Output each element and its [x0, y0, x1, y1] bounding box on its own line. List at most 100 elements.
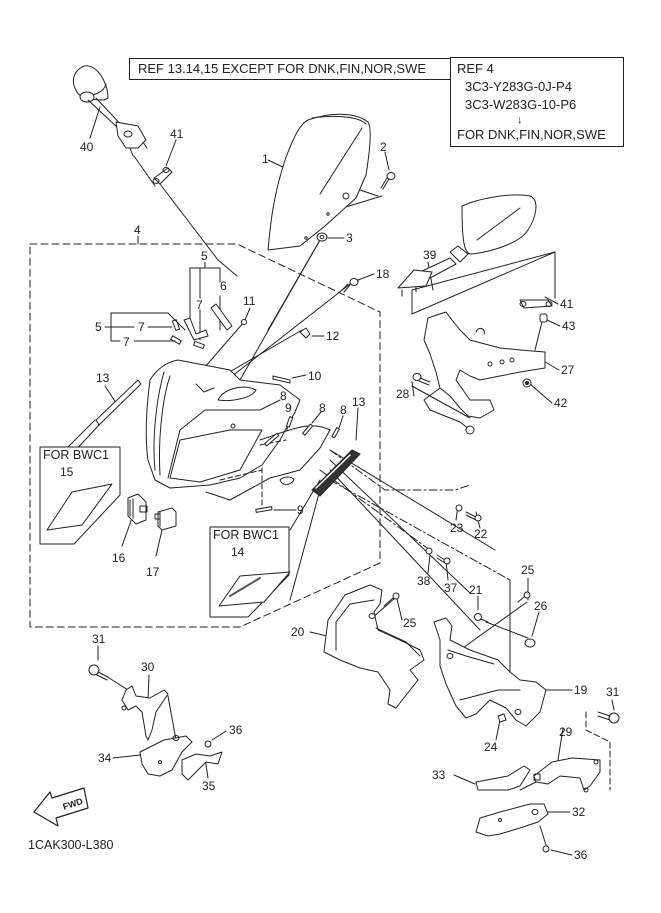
callout-1[interactable]: 1 — [262, 152, 269, 166]
callout-13-right[interactable]: 13 — [352, 395, 366, 409]
front-cowling[interactable] — [145, 359, 331, 511]
callout-32[interactable]: 32 — [572, 805, 586, 819]
callout-36-right[interactable]: 36 — [574, 848, 588, 862]
emblem-13-left[interactable] — [95, 379, 142, 426]
callout-26[interactable]: 26 — [534, 599, 548, 613]
nut-42[interactable] — [522, 378, 532, 388]
panel-left-20[interactable] — [323, 584, 425, 709]
callout-8-c[interactable]: 8 — [340, 403, 347, 417]
callout-39[interactable]: 39 — [423, 248, 437, 262]
mirror-left-40[interactable] — [72, 65, 148, 157]
callout-5-left[interactable]: 5 — [95, 320, 102, 334]
callout-22[interactable]: 22 — [474, 527, 488, 541]
collar-26[interactable] — [524, 638, 536, 648]
callout-21[interactable]: 21 — [469, 583, 483, 597]
callout-29[interactable]: 29 — [559, 725, 573, 739]
washer-23[interactable] — [455, 504, 463, 512]
windshield-1[interactable] — [267, 113, 371, 251]
callout-9-a[interactable]: 9 — [285, 401, 292, 415]
callout-15[interactable]: 15 — [60, 465, 74, 479]
callout-31-right[interactable]: 31 — [606, 685, 620, 699]
nut-24[interactable] — [497, 713, 507, 723]
callout-31-left[interactable]: 31 — [92, 632, 106, 646]
callout-20[interactable]: 20 — [291, 625, 305, 639]
bracket-29[interactable] — [533, 757, 601, 793]
callout-13-left[interactable]: 13 — [96, 371, 110, 385]
callout-30[interactable]: 30 — [141, 660, 155, 674]
screw-25-left[interactable] — [383, 592, 400, 607]
panel-right-19[interactable] — [433, 617, 547, 727]
callout-41-left[interactable]: 41 — [170, 127, 184, 141]
callout-4[interactable]: 4 — [134, 223, 141, 237]
callout-18[interactable]: 18 — [376, 267, 390, 281]
callout-12[interactable]: 12 — [326, 329, 340, 343]
callout-7-c[interactable]: 7 — [123, 335, 130, 349]
screw-25-right[interactable] — [517, 591, 531, 603]
washer-38[interactable] — [425, 547, 433, 555]
rivet-36-right[interactable] — [542, 845, 550, 853]
callout-5-top[interactable]: 5 — [201, 249, 208, 263]
callout-40[interactable]: 40 — [80, 140, 94, 154]
bolt-31-right[interactable] — [597, 711, 620, 724]
cover-33[interactable] — [475, 765, 531, 791]
callout-28[interactable]: 28 — [396, 387, 410, 401]
mirror-mount-41-left[interactable] — [152, 167, 173, 185]
callout-17[interactable]: 17 — [146, 565, 160, 579]
mirror-mount-41-right[interactable] — [519, 299, 553, 309]
damper-10[interactable] — [272, 375, 291, 384]
bracket-30[interactable] — [121, 685, 169, 741]
collar-43[interactable] — [539, 313, 548, 323]
mirror-right-39[interactable] — [397, 194, 537, 297]
callout-3[interactable]: 3 — [346, 231, 353, 245]
dampers-8[interactable] — [285, 416, 340, 439]
callout-33[interactable]: 33 — [432, 768, 446, 782]
cowling-stay-27[interactable] — [423, 311, 546, 435]
cover-16[interactable] — [127, 493, 148, 525]
emblem-14 — [218, 571, 291, 607]
nut-3[interactable] — [316, 232, 328, 242]
stay-set-5[interactable] — [170, 303, 233, 350]
ref-markets: FOR DNK,FIN,NOR,SWE — [457, 127, 606, 142]
bolt-21[interactable] — [474, 613, 489, 623]
callout-10[interactable]: 10 — [308, 369, 322, 383]
callout-8-b[interactable]: 8 — [319, 401, 326, 415]
callout-24[interactable]: 24 — [484, 740, 498, 754]
callout-34[interactable]: 34 — [98, 751, 112, 765]
callout-14[interactable]: 14 — [231, 545, 245, 559]
cover-35[interactable] — [181, 751, 223, 781]
callout-25-left[interactable]: 25 — [403, 616, 417, 630]
callout-42[interactable]: 42 — [554, 396, 568, 410]
callout-23[interactable]: 23 — [450, 521, 464, 535]
bolt-37[interactable] — [436, 554, 451, 565]
callout-35[interactable]: 35 — [202, 779, 216, 793]
callout-16[interactable]: 16 — [112, 551, 126, 565]
cover-32[interactable] — [475, 803, 549, 837]
callout-37[interactable]: 37 — [444, 581, 458, 595]
callout-11[interactable]: 11 — [243, 294, 256, 308]
callout-7-b[interactable]: 7 — [138, 320, 145, 334]
callout-25-right[interactable]: 25 — [521, 563, 535, 577]
callout-9-b[interactable]: 9 — [297, 503, 304, 517]
dampers-9[interactable] — [255, 432, 280, 513]
nut-12[interactable] — [299, 327, 311, 339]
callout-8-a[interactable]: 8 — [280, 389, 287, 403]
emblem-13-right[interactable] — [311, 449, 361, 497]
callout-38[interactable]: 38 — [417, 574, 431, 588]
bolt-22[interactable] — [465, 511, 482, 522]
rivet-36-left[interactable] — [204, 740, 212, 748]
callout-7-a[interactable]: 7 — [196, 298, 203, 312]
bolt-31-left[interactable] — [88, 664, 109, 681]
callout-19[interactable]: 19 — [574, 683, 588, 697]
bolt-28[interactable] — [412, 373, 431, 386]
cover-17[interactable] — [154, 507, 177, 531]
bolt-18[interactable] — [341, 278, 359, 293]
grommet-11[interactable] — [241, 319, 247, 325]
callout-2[interactable]: 2 — [380, 140, 387, 154]
screw-2[interactable] — [380, 172, 396, 190]
cover-34[interactable] — [139, 735, 193, 777]
callout-6[interactable]: 6 — [220, 279, 227, 293]
callout-43[interactable]: 43 — [562, 319, 576, 333]
callout-27[interactable]: 27 — [561, 363, 575, 377]
callout-36-left[interactable]: 36 — [229, 723, 243, 737]
callout-41-right[interactable]: 41 — [560, 297, 574, 311]
